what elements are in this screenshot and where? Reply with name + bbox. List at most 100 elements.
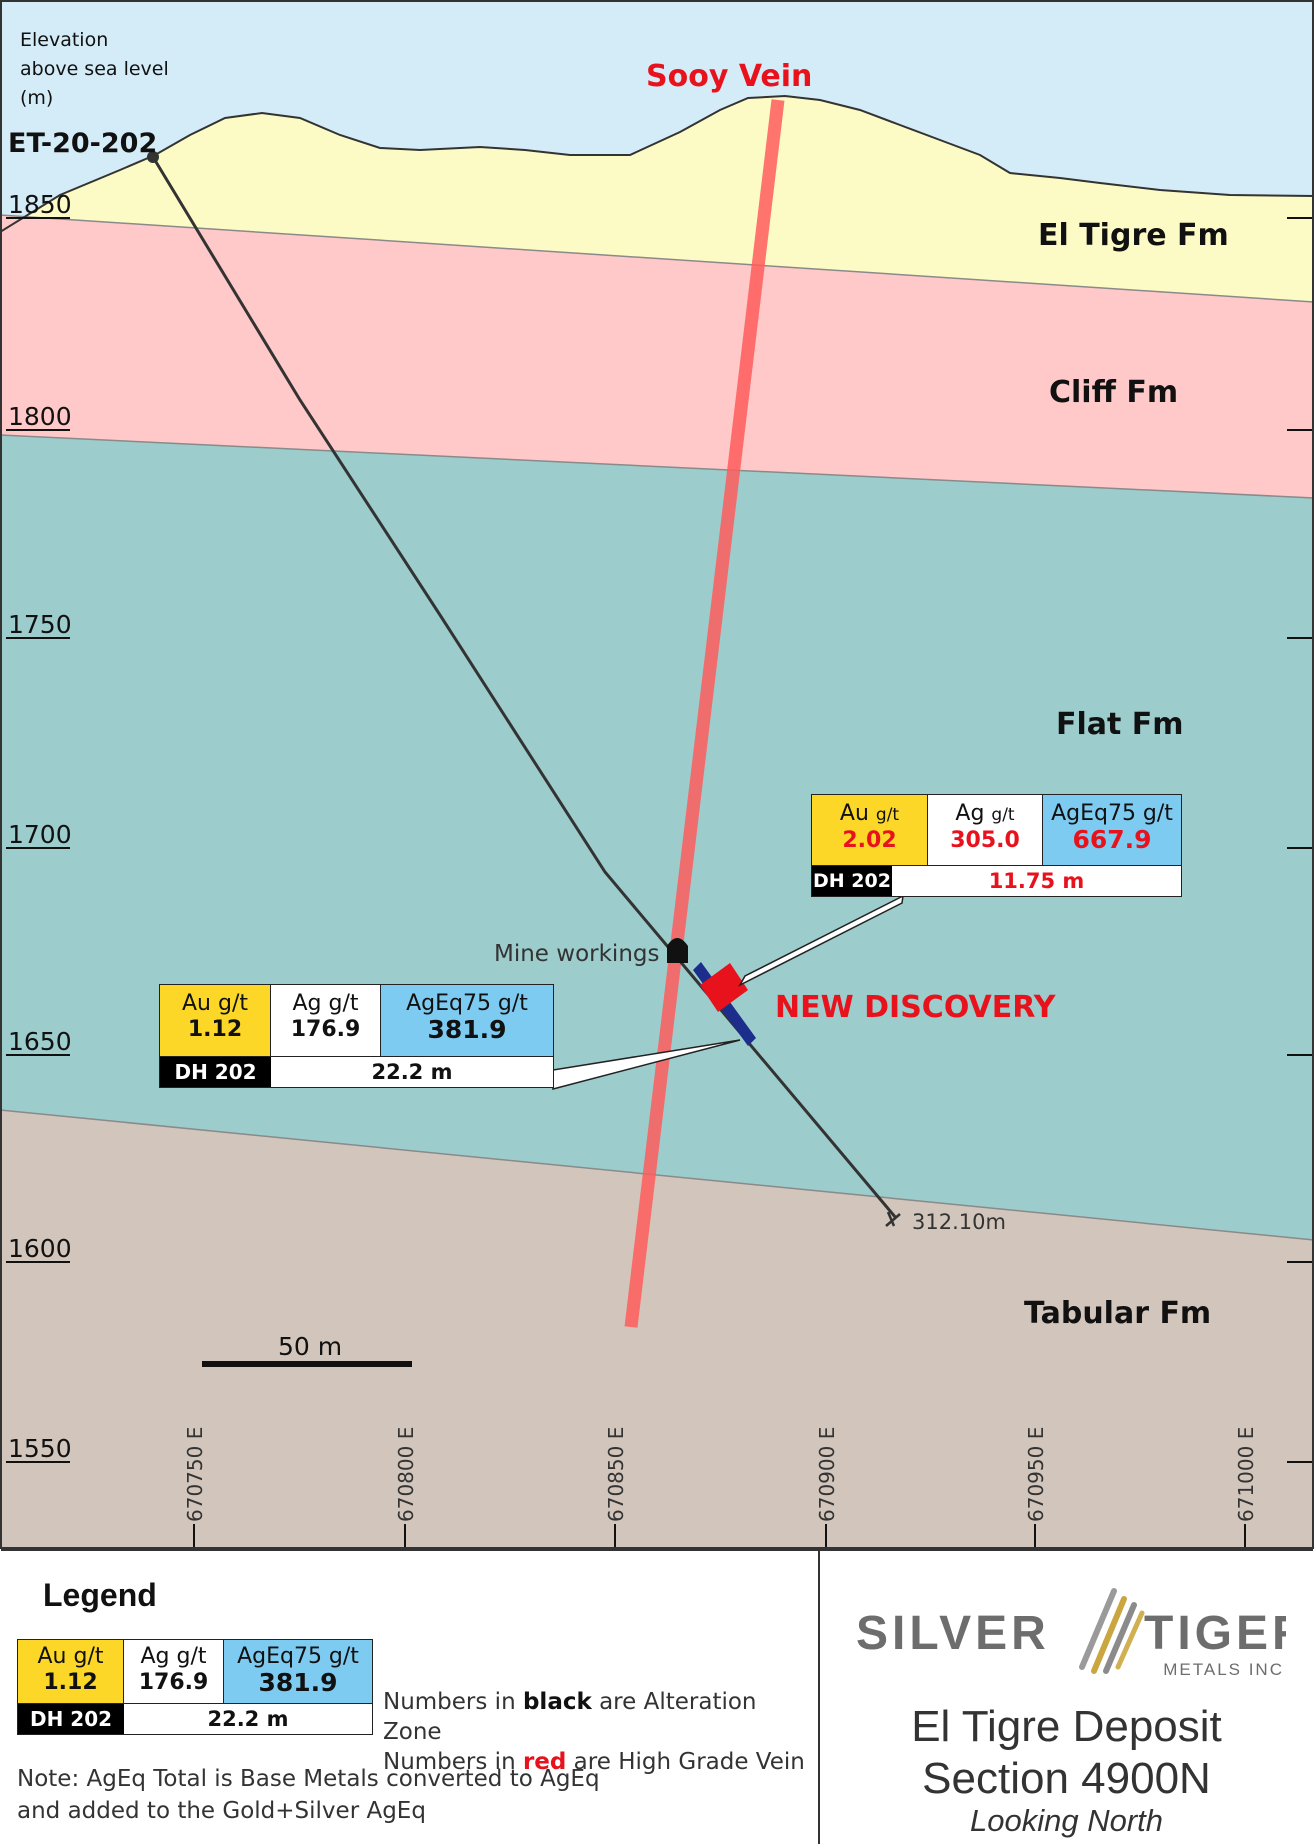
tabular-formation <box>0 1110 1314 1549</box>
elevation-tick-1750: 1750 <box>8 610 72 639</box>
section-title: El Tigre Deposit Section 4900N <box>820 1701 1313 1805</box>
elevation-axis-title: Elevation above sea level (m) <box>20 29 169 109</box>
easting-tick-670950: 670950 E <box>1024 1427 1048 1522</box>
drillhole-collar <box>147 151 159 163</box>
easting-tick-671000: 671000 E <box>1234 1427 1258 1522</box>
sooy-vein <box>624 99 785 1328</box>
vein-ag-unit: g/t <box>991 805 1015 825</box>
legend-hole-id: DH 202 <box>18 1704 124 1734</box>
legend-ageq-value: 381.9 <box>258 1668 338 1697</box>
drillhole-end-marker <box>885 1211 901 1227</box>
legend-ag-value: 176.9 <box>138 1670 209 1695</box>
svg-text:(m): (m) <box>20 87 53 109</box>
legend-notes: Numbers in black are Alteration Zone Num… <box>383 1687 818 1777</box>
el-tigre-formation <box>0 96 1314 302</box>
svg-text:Elevation: Elevation <box>20 29 108 51</box>
easting-tick-670850: 670850 E <box>604 1427 628 1522</box>
legend-assay-box: Au g/t 1.12 Ag g/t 176.9 AgEq75 g/t 381.… <box>17 1639 373 1735</box>
vein-ag-value: 305.0 <box>950 828 1020 853</box>
section-title-line-2: Section 4900N <box>922 1754 1211 1803</box>
alteration-au-cell: Au g/t 1.12 <box>160 985 271 1056</box>
elevation-tick-1800: 1800 <box>8 402 72 431</box>
elevation-tick-1650: 1650 <box>8 1027 72 1056</box>
vein-au-label: Au <box>839 801 869 826</box>
contact-el-tigre-cliff <box>0 214 1314 303</box>
contact-cliff-flat <box>0 434 1314 499</box>
alteration-au-value: 1.12 <box>187 1017 243 1042</box>
tiger-claw-icon <box>1079 1588 1145 1674</box>
alteration-hole-id: DH 202 <box>160 1057 271 1087</box>
vein-ag-label: Ag <box>955 801 985 826</box>
legend-panel: Legend Au g/t 1.12 Ag g/t 176.9 AgEq75 g… <box>1 1551 820 1844</box>
legend-title: Legend <box>43 1577 157 1613</box>
scale-bar-label: 50 m <box>278 1332 342 1361</box>
ageq-note-line-1: Note: AgEq Total is Base Metals converte… <box>17 1766 600 1792</box>
vein-intercept-callout: Au g/t 2.02 Ag g/t 305.0 AgEq75 g/t 667.… <box>811 794 1182 897</box>
legend-ageq-label: AgEq75 g/t <box>237 1644 359 1669</box>
vein-ageq-value: 667.9 <box>1072 825 1152 854</box>
legend-note-black: Numbers in black are Alteration Zone <box>383 1689 757 1745</box>
section-frame <box>0 0 1314 1549</box>
cross-section: 1850 1800 1750 1700 1650 1600 1550 Eleva… <box>0 0 1314 1549</box>
legend-ag-label: Ag g/t <box>140 1644 207 1669</box>
elevation-axis-right <box>1287 217 1314 1463</box>
ageq-note-line-2: and added to the Gold+Silver AgEq <box>17 1798 426 1824</box>
legend-au-label: Au g/t <box>37 1644 104 1669</box>
vein-ag-cell: Ag g/t 305.0 <box>928 795 1043 865</box>
legend-intercept-length: 22.2 m <box>207 1707 289 1731</box>
mine-workings-icon <box>667 938 688 963</box>
easting-tick-670750: 670750 E <box>183 1427 207 1522</box>
vein-au-cell: Au g/t 2.02 <box>812 795 928 865</box>
new-discovery-label: NEW DISCOVERY <box>775 990 1057 1025</box>
ageq-note: Note: AgEq Total is Base Metals converte… <box>17 1763 600 1827</box>
logo-word-left: SILVER <box>856 1607 1050 1660</box>
alteration-ageq-cell: AgEq75 g/t 381.9 <box>381 985 553 1056</box>
view-direction: Looking North <box>969 1803 1163 1838</box>
alteration-ageq-label: AgEq75 g/t <box>406 991 528 1016</box>
logo-word-right: TIGER <box>1144 1607 1286 1660</box>
legend-note-red: Numbers in red are High Grade Vein <box>383 1749 805 1775</box>
bottom-panel: Legend Au g/t 1.12 Ag g/t 176.9 AgEq75 g… <box>1 1549 1313 1844</box>
legend-ag-cell: Ag g/t 176.9 <box>124 1640 224 1703</box>
formation-label-tabular: Tabular Fm <box>1024 1296 1211 1331</box>
easting-tick-670800: 670800 E <box>394 1427 418 1522</box>
easting-tick-670900: 670900 E <box>815 1427 839 1522</box>
elevation-tick-1700: 1700 <box>8 820 72 849</box>
vein-intercept-length: 11.75 m <box>988 869 1085 893</box>
alteration-intercept-callout: Au g/t 1.12 Ag g/t 176.9 AgEq75 g/t 381.… <box>159 984 554 1088</box>
logo-subtitle: METALS INC <box>1163 1660 1284 1679</box>
contact-flat-tabular <box>0 1109 1314 1241</box>
section-title-line-1: El Tigre Deposit <box>911 1702 1222 1751</box>
elevation-tick-1850: 1850 <box>8 190 72 219</box>
drillhole-end-depth: 312.10m <box>912 1210 1006 1234</box>
elevation-tick-1550: 1550 <box>8 1434 72 1463</box>
alteration-ageq-value: 381.9 <box>427 1015 507 1044</box>
mine-workings-label: Mine workings <box>494 941 659 967</box>
formation-label-el-tigre: El Tigre Fm <box>1038 218 1229 253</box>
formation-label-flat: Flat Fm <box>1056 707 1184 742</box>
vein-intercept-bar <box>700 963 748 1012</box>
sooy-vein-label: Sooy Vein <box>646 59 812 94</box>
vein-ageq-cell: AgEq75 g/t 667.9 <box>1043 795 1181 865</box>
vein-hole-id: DH 202 <box>812 866 892 896</box>
elevation-axis <box>6 217 70 1463</box>
alteration-ag-label: Ag g/t <box>292 991 359 1016</box>
vein-au-value: 2.02 <box>842 828 897 853</box>
alteration-ag-value: 176.9 <box>290 1017 361 1042</box>
easting-axis <box>193 1524 1246 1549</box>
company-logo: SILVER TIGER METALS INC <box>856 1588 1286 1679</box>
elevation-tick-1600: 1600 <box>8 1234 72 1263</box>
alteration-au-label: Au g/t <box>182 991 248 1016</box>
formation-label-cliff: Cliff Fm <box>1049 375 1178 410</box>
vein-callout-pointer <box>738 894 904 987</box>
alteration-ag-cell: Ag g/t 176.9 <box>271 985 381 1056</box>
vein-ageq-label: AgEq75 g/t <box>1051 801 1173 826</box>
topography-line <box>0 94 1314 233</box>
title-panel: SILVER TIGER METALS INC El Tigre Deposit… <box>820 1551 1313 1844</box>
legend-au-value: 1.12 <box>43 1670 98 1695</box>
cliff-formation <box>0 215 1314 498</box>
alteration-intercept-length: 22.2 m <box>371 1060 453 1084</box>
legend-ageq-cell: AgEq75 g/t 381.9 <box>224 1640 372 1703</box>
vein-au-unit: g/t <box>875 805 900 825</box>
drillhole-label: ET-20-202 <box>8 128 157 159</box>
